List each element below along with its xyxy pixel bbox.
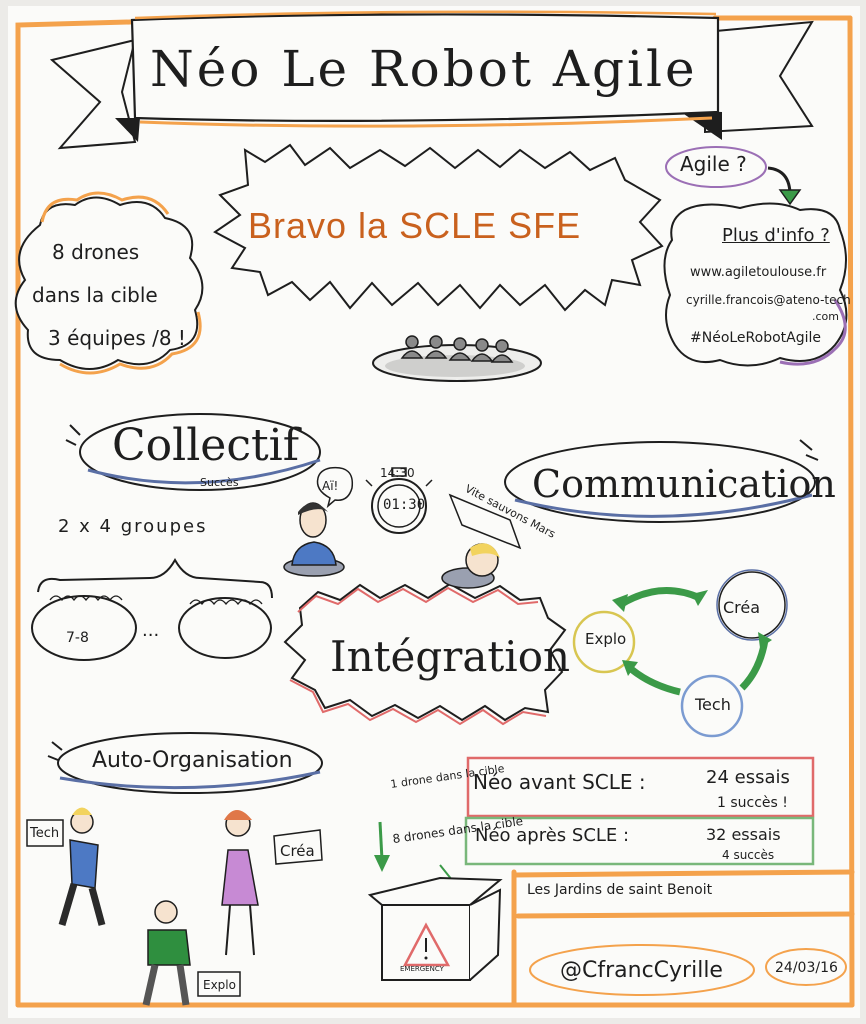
arrow-down-icon bbox=[778, 189, 802, 206]
group-cloud-2 bbox=[178, 597, 272, 659]
arrow-explo-crea bbox=[618, 586, 702, 608]
apres-label: Néo après SCLE : bbox=[475, 825, 630, 846]
collectif-label: Collectif bbox=[112, 420, 300, 471]
venue: Les Jardins de saint Benoit bbox=[527, 882, 713, 898]
twitter-handle: @CfrancCyrille bbox=[560, 958, 723, 983]
person-explo bbox=[142, 900, 191, 1006]
explo-label-box bbox=[197, 971, 241, 997]
timer-display: 01:30 bbox=[383, 497, 426, 513]
headline: Bravo la SCLE SFE bbox=[248, 205, 582, 246]
arrow-tech-explo bbox=[627, 665, 681, 696]
agile-ellipse bbox=[665, 146, 767, 188]
role-crea: Créa bbox=[280, 842, 315, 860]
orange-frame bbox=[15, 15, 855, 1008]
group-ellipsis: ... bbox=[142, 620, 160, 641]
tech-label-box bbox=[26, 819, 64, 847]
communication-ellipse bbox=[504, 441, 816, 523]
speech-ai: Aï! bbox=[322, 479, 339, 493]
avant-box bbox=[466, 756, 815, 818]
auto-organisation-label: Auto-Organisation bbox=[92, 748, 293, 773]
auto-organisation-ellipse bbox=[57, 732, 323, 794]
emergency-box bbox=[367, 876, 503, 981]
cycle-explo: Explo bbox=[585, 630, 627, 648]
timer-top-label: 14:30 bbox=[380, 466, 415, 480]
person-ai bbox=[283, 466, 354, 577]
title-banner bbox=[49, 10, 814, 150]
avant-succes: 1 succès ! bbox=[717, 795, 788, 811]
drones-line-2: dans la cible bbox=[32, 283, 158, 307]
info-title: Plus d'info ? bbox=[722, 225, 830, 246]
collectif-ellipse bbox=[79, 413, 321, 491]
integration-label: Intégration bbox=[330, 632, 571, 681]
email-link[interactable]: cyrille.francois@ateno-tech bbox=[686, 293, 851, 307]
website-link[interactable]: www.agiletoulouse.fr bbox=[690, 265, 827, 280]
apres-box bbox=[464, 816, 815, 866]
agile-question: Agile ? bbox=[680, 152, 747, 176]
stopwatch-icon bbox=[365, 467, 433, 534]
apres-succes: 4 succès bbox=[722, 848, 775, 862]
bravo-burst bbox=[213, 143, 664, 312]
cycle-diagram bbox=[572, 569, 788, 738]
emergency-label: EMERGENCY bbox=[400, 965, 444, 973]
drones-line-1: 8 drones bbox=[52, 240, 140, 264]
group-cloud-1 bbox=[31, 595, 137, 661]
avant-label: Néo avant SCLE : bbox=[473, 770, 646, 794]
drones-cloud bbox=[14, 196, 204, 370]
succes-label: Succès bbox=[200, 476, 239, 489]
avant-essais: 24 essais bbox=[706, 767, 790, 788]
groups-label: 2 x 4 groupes bbox=[58, 516, 208, 537]
info-cloud bbox=[663, 202, 848, 367]
astronaut bbox=[441, 493, 522, 589]
handle-ellipse bbox=[529, 944, 755, 996]
cycle-tech: Tech bbox=[695, 695, 731, 714]
email-tld: .com bbox=[812, 310, 839, 323]
role-explo: Explo bbox=[203, 978, 236, 992]
person-tech bbox=[58, 807, 106, 926]
person-crea bbox=[221, 810, 259, 956]
communication-label: Communication bbox=[532, 462, 836, 506]
apres-essais: 32 essais bbox=[706, 825, 781, 844]
date: 24/03/16 bbox=[775, 960, 838, 976]
date-ellipse bbox=[765, 948, 847, 986]
page-title: Néo Le Robot Agile bbox=[150, 40, 698, 98]
role-tech: Tech bbox=[30, 826, 60, 841]
drones-line-3: 3 équipes /8 ! bbox=[48, 326, 186, 350]
team-figures bbox=[372, 335, 542, 382]
hashtag: #NéoLeRobotAgile bbox=[690, 330, 822, 346]
crea-label-box bbox=[273, 829, 323, 865]
group-size: 7-8 bbox=[66, 630, 89, 646]
integration-burst bbox=[283, 582, 567, 722]
cycle-crea: Créa bbox=[723, 598, 761, 617]
